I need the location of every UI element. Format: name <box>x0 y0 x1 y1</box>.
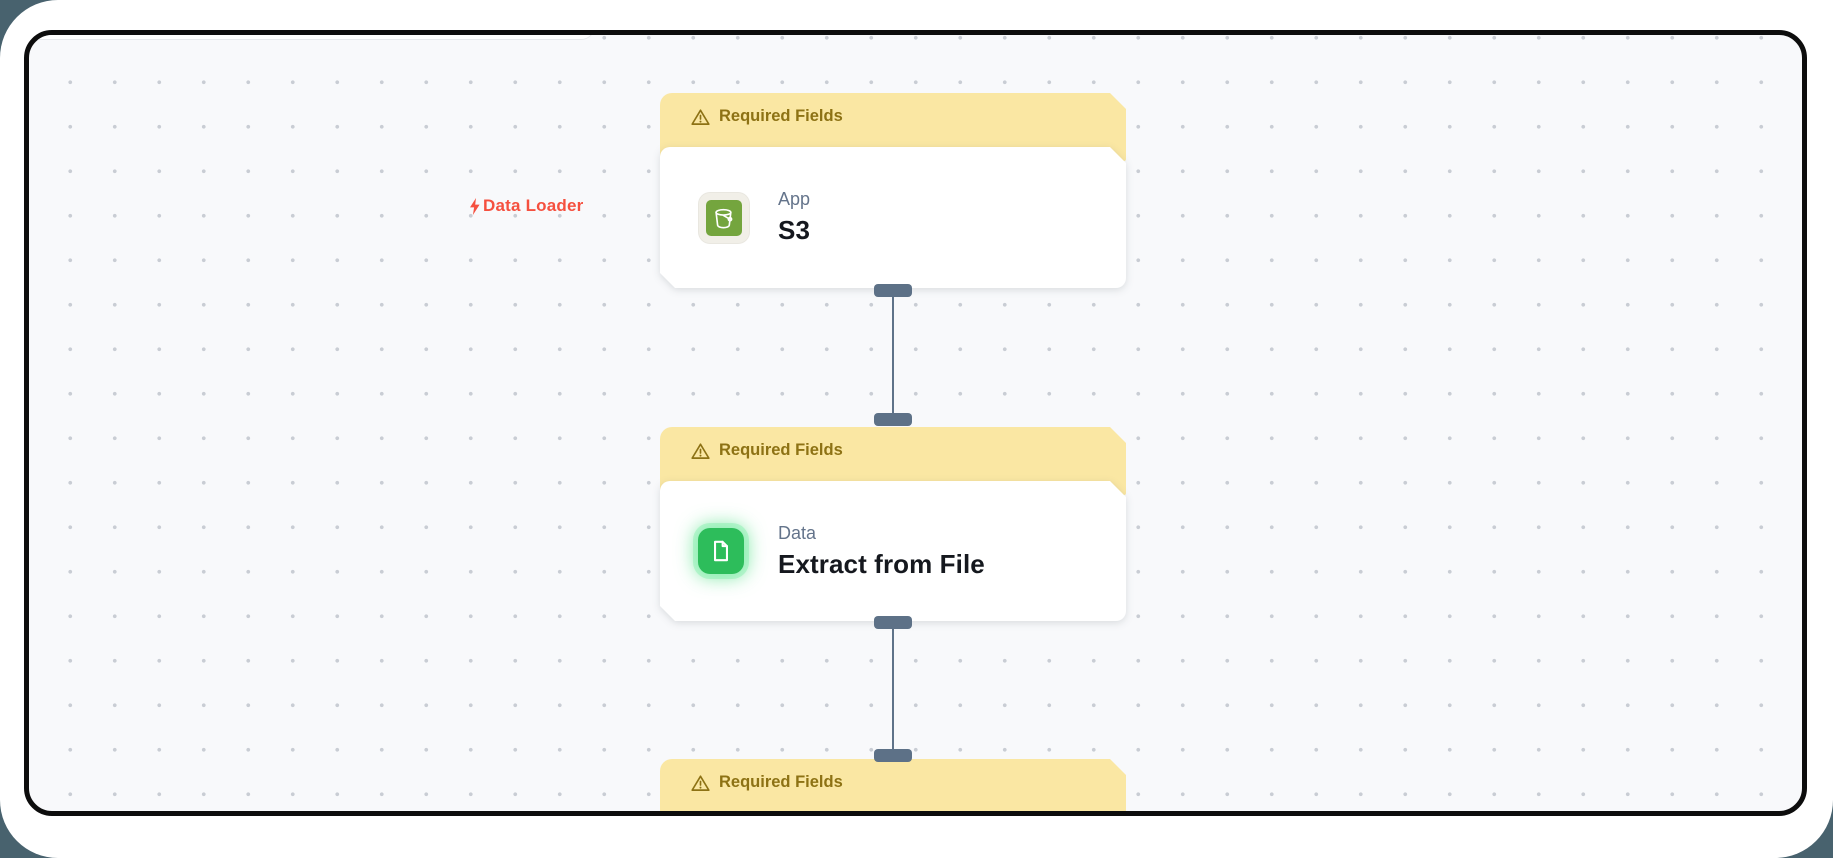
node-card-extract-from-file[interactable]: Data Extract from File <box>660 481 1126 621</box>
pipeline-canvas[interactable]: Data Loader Required Fields <box>24 30 1807 816</box>
pipeline-node-extract-from-file[interactable]: Required Fields Data Extract f <box>660 427 1126 620</box>
icon-tile <box>698 192 750 244</box>
lightning-bolt-icon <box>470 197 480 215</box>
pipeline-node-s3[interactable]: Required Fields <box>660 93 1126 288</box>
pipeline-node-bottom-partial[interactable]: Required Fields <box>660 759 1126 816</box>
connection-handle-bottom-node-top[interactable] <box>874 749 912 762</box>
connection-handle-extract-top[interactable] <box>874 413 912 426</box>
warning-triangle-icon <box>691 442 710 460</box>
node-title: S3 <box>778 215 811 245</box>
edge-s3-to-extract[interactable] <box>892 291 894 419</box>
node-category: App <box>778 189 811 209</box>
connection-handle-s3-bottom[interactable] <box>874 284 912 297</box>
banner-label: Required Fields <box>719 107 843 125</box>
banner-label: Required Fields <box>719 773 843 791</box>
block-group-label-data-loader: Data Loader <box>467 194 583 218</box>
banner-label: Required Fields <box>719 441 843 459</box>
warning-triangle-icon <box>691 108 710 126</box>
node-title: Extract from File <box>778 548 985 579</box>
node-category: Data <box>778 522 817 543</box>
group-label-text: Data Loader <box>483 196 584 215</box>
top-panel-edge <box>29 35 595 40</box>
s3-bucket-icon <box>706 200 742 236</box>
warning-triangle-icon <box>691 774 710 792</box>
edge-extract-to-next[interactable] <box>892 623 894 753</box>
file-document-icon <box>698 528 744 574</box>
required-fields-banner: Required Fields <box>660 759 1126 816</box>
node-card-s3[interactable]: App S3 <box>660 147 1126 288</box>
connection-handle-extract-bottom[interactable] <box>874 616 912 629</box>
